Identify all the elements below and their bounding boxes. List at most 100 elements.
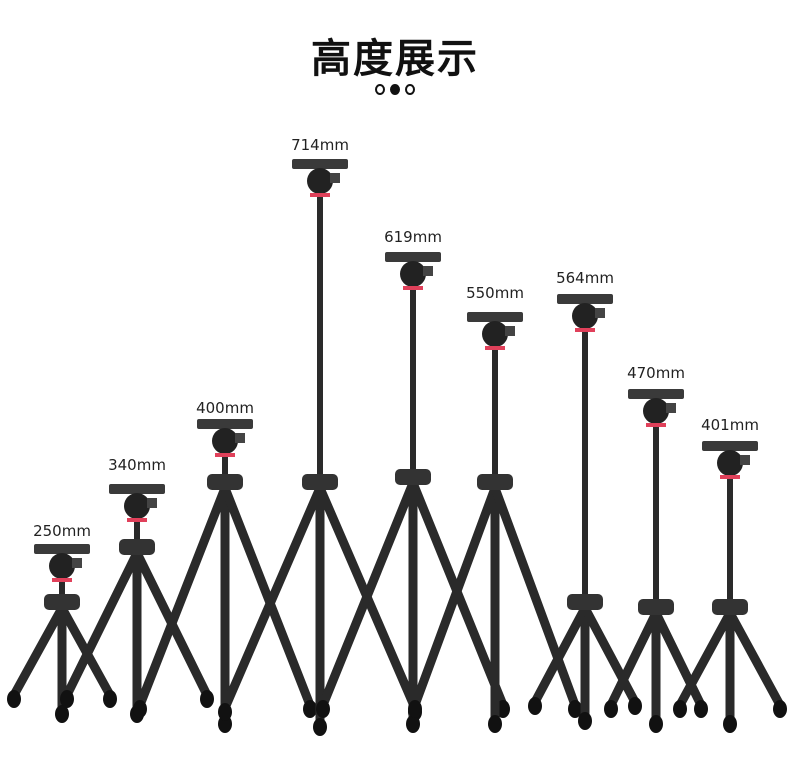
ball-head xyxy=(717,450,743,476)
tripod xyxy=(604,389,708,733)
tripod-foot xyxy=(133,700,147,718)
ball-head xyxy=(212,428,238,454)
tripod-foot xyxy=(723,715,737,733)
tripod-leg xyxy=(580,603,640,707)
leg-hub xyxy=(119,539,155,555)
quick-release-plate xyxy=(292,159,348,169)
leg-hub xyxy=(44,594,80,610)
tripod xyxy=(408,312,582,733)
leg-hub xyxy=(567,594,603,610)
accent-ring xyxy=(127,518,147,522)
accent-ring xyxy=(310,193,330,197)
height-label: 714mm xyxy=(291,136,349,154)
tripod-foot xyxy=(568,700,582,718)
tripod-foot xyxy=(60,690,74,708)
tripod-leg xyxy=(490,483,580,710)
pagination-dot-active[interactable] xyxy=(390,84,400,95)
quick-release-plate xyxy=(34,544,90,554)
tripod-leg xyxy=(675,608,735,710)
accent-ring xyxy=(485,346,505,350)
accent-ring xyxy=(720,475,740,479)
ball-head xyxy=(49,553,75,579)
tripod xyxy=(60,484,214,723)
center-column xyxy=(410,288,416,480)
tripod xyxy=(133,419,317,733)
quick-release-plate xyxy=(467,312,523,322)
accent-ring xyxy=(575,328,595,332)
quick-release-plate xyxy=(557,294,613,304)
ball-head-knob xyxy=(147,498,157,508)
ball-head-knob xyxy=(666,403,676,413)
ball-head xyxy=(482,321,508,347)
ball-head xyxy=(400,261,426,287)
ball-head xyxy=(572,303,598,329)
tripod-foot xyxy=(200,690,214,708)
ball-head-knob xyxy=(595,308,605,318)
tripod-foot xyxy=(604,700,618,718)
height-label: 550mm xyxy=(466,284,524,302)
ball-head-knob xyxy=(740,455,750,465)
center-column xyxy=(222,455,228,485)
quick-release-plate xyxy=(109,484,165,494)
tripod-leg xyxy=(62,548,142,700)
tripod-foot xyxy=(628,697,642,715)
accent-ring xyxy=(52,578,72,582)
tripod-foot xyxy=(218,703,232,721)
pagination-dot[interactable] xyxy=(375,84,385,95)
ball-head xyxy=(307,168,333,194)
tripod-leg xyxy=(135,483,230,710)
height-label: 340mm xyxy=(108,456,166,474)
tripod-leg xyxy=(220,483,315,710)
center-column xyxy=(653,425,659,610)
page-title: 高度展示 xyxy=(311,36,479,82)
tripod-foot xyxy=(55,705,69,723)
tripod-leg xyxy=(410,483,500,710)
pagination-dot[interactable] xyxy=(405,84,415,95)
height-label: 564mm xyxy=(556,269,614,287)
leg-hub xyxy=(395,469,431,485)
tripod-leg xyxy=(220,483,325,713)
center-column xyxy=(492,348,498,485)
leg-hub xyxy=(712,599,748,615)
height-label: 400mm xyxy=(196,399,254,417)
leg-hub xyxy=(477,474,513,490)
tripod-foot xyxy=(694,700,708,718)
tripod-foot xyxy=(313,718,327,736)
leg-hub xyxy=(207,474,243,490)
tripod-foot xyxy=(408,700,422,718)
tripod-leg xyxy=(725,608,785,710)
pagination-dots xyxy=(375,84,415,96)
tripod-foot xyxy=(316,700,330,718)
tripod-foot xyxy=(406,715,420,733)
ball-head-knob xyxy=(505,326,515,336)
ball-head xyxy=(124,493,150,519)
accent-ring xyxy=(403,286,423,290)
ball-head xyxy=(643,398,669,424)
height-label: 470mm xyxy=(627,364,685,382)
tripod-foot xyxy=(673,700,687,718)
tripod-leg xyxy=(651,608,706,710)
quick-release-plate xyxy=(628,389,684,399)
leg-hub xyxy=(302,474,338,490)
ball-head-knob xyxy=(423,266,433,276)
center-column xyxy=(727,477,733,610)
tripod xyxy=(528,294,642,730)
center-column xyxy=(582,330,588,605)
tripod-foot xyxy=(578,712,592,730)
tripod-foot xyxy=(488,715,502,733)
quick-release-plate xyxy=(197,419,253,429)
quick-release-plate xyxy=(385,252,441,262)
tripod-foot xyxy=(528,697,542,715)
accent-ring xyxy=(215,453,235,457)
accent-ring xyxy=(646,423,666,427)
ball-head-knob xyxy=(235,433,245,443)
height-label: 619mm xyxy=(384,228,442,246)
tripod xyxy=(316,252,510,733)
height-label: 401mm xyxy=(701,416,759,434)
tripod-leg xyxy=(530,603,590,707)
tripod-foot xyxy=(7,690,21,708)
tripod-foot xyxy=(649,715,663,733)
center-column xyxy=(134,520,140,550)
